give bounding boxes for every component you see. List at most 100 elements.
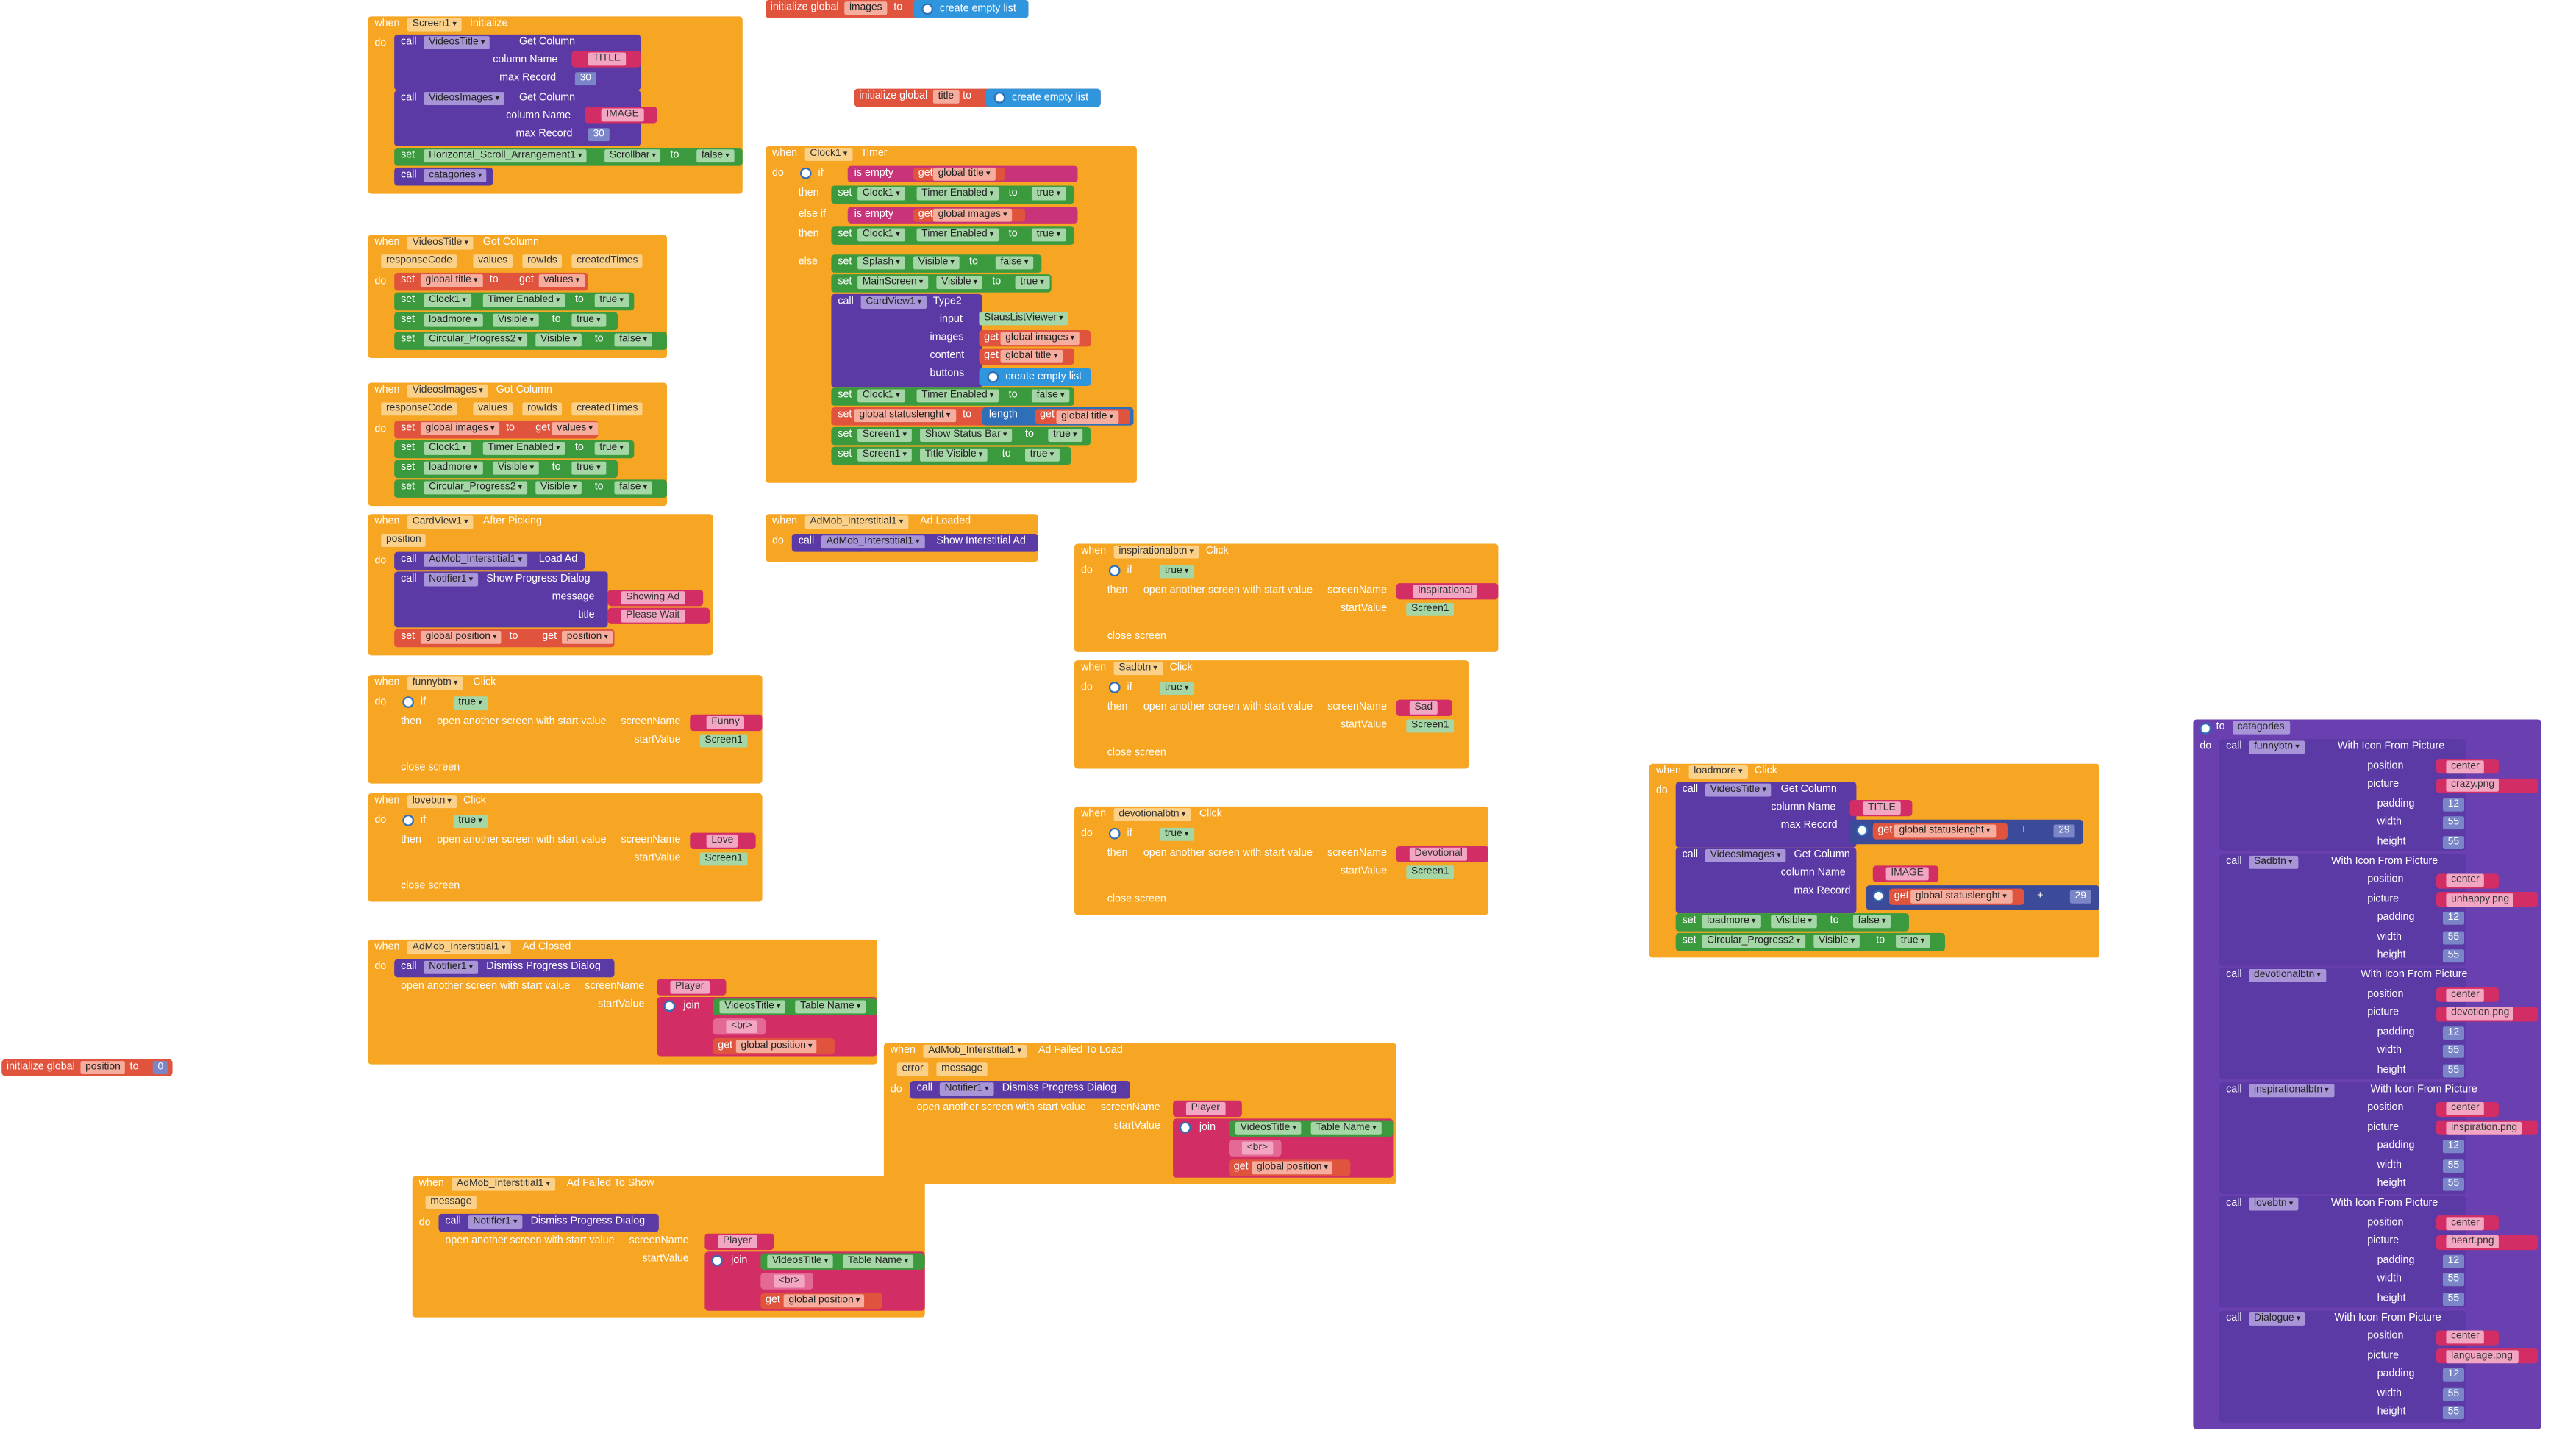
block-videostitle-got-column[interactable]: when VideosTitle Got Column responseCode…: [368, 235, 668, 359]
variable-dropdown[interactable]: values: [552, 422, 598, 436]
text-block[interactable]: Player: [704, 1233, 774, 1251]
component-dropdown[interactable]: Clock1: [804, 146, 853, 160]
text-value[interactable]: Funny: [706, 716, 745, 729]
set-global-images[interactable]: set global images to get values: [394, 420, 599, 439]
gear-icon[interactable]: [993, 92, 1006, 104]
gear-icon[interactable]: [711, 1254, 723, 1267]
block-cardview-after-picking[interactable]: when CardView1 After Picking position do…: [368, 514, 713, 656]
set-clock-timer[interactable]: set Clock1 Timer Enabled to true: [831, 185, 1075, 204]
variable-dropdown[interactable]: global statuslenght: [1910, 890, 2012, 904]
property-dropdown[interactable]: Timer Enabled: [482, 293, 565, 307]
component-dropdown[interactable]: Screen1: [857, 429, 912, 442]
get-global-title[interactable]: get global title: [1035, 409, 1130, 424]
param-values[interactable]: values: [473, 254, 513, 268]
component-dropdown[interactable]: AdMob_Interstitial1: [407, 940, 511, 954]
text-value[interactable]: Showing Ad: [621, 591, 685, 605]
call-get-column-images[interactable]: call VideosImages Get Column column Name…: [394, 90, 657, 146]
procedure-catagories[interactable]: to catagories do callfunnybtnWith Icon F…: [2193, 719, 2541, 1429]
variable-name[interactable]: images: [844, 1, 888, 15]
boolean-true[interactable]: true: [571, 313, 606, 327]
component-dropdown[interactable]: Circular_Progress2: [424, 481, 527, 495]
number-value[interactable]: 55: [2442, 1387, 2464, 1401]
param-rowids[interactable]: rowIds: [522, 254, 563, 268]
set-show-status-bar[interactable]: set Screen1 Show Status Bar to true: [831, 426, 1091, 446]
component-dropdown[interactable]: Splash: [857, 256, 905, 270]
component-dropdown[interactable]: Notifier1: [424, 960, 478, 974]
number-value[interactable]: 55: [2442, 1159, 2464, 1172]
text-block[interactable]: Love: [690, 832, 756, 849]
number-value[interactable]: 12: [2442, 1026, 2464, 1040]
boolean-true[interactable]: true: [571, 461, 606, 475]
text-block[interactable]: Devotional: [1396, 846, 1489, 862]
param-responsecode[interactable]: responseCode: [381, 254, 457, 268]
text-block[interactable]: Showing Ad: [607, 590, 704, 607]
component-dropdown[interactable]: AdMob_Interstitial1: [821, 535, 925, 549]
boolean-false[interactable]: false: [614, 481, 652, 495]
component-dropdown[interactable]: Notifier1: [424, 573, 478, 587]
text-value[interactable]: center: [2446, 760, 2485, 773]
boolean-false[interactable]: false: [614, 333, 652, 347]
text-value[interactable]: Love: [706, 834, 739, 848]
call-with-icon-0[interactable]: callfunnybtnWith Icon From Picturepositi…: [2219, 739, 2538, 851]
init-global-position[interactable]: initialize global position to 0: [1, 1059, 173, 1076]
gear-icon[interactable]: [2199, 722, 2211, 735]
text-block[interactable]: center: [2436, 759, 2499, 774]
component-dropdown[interactable]: lovebtn: [2249, 1197, 2299, 1211]
component-dropdown[interactable]: Circular_Progress2: [1702, 935, 1805, 948]
call-with-icon-3[interactable]: callinspirationalbtnWith Icon From Pictu…: [2219, 1082, 2538, 1194]
component-dropdown[interactable]: AdMob_Interstitial1: [424, 553, 527, 567]
property-dropdown[interactable]: Timer Enabled: [482, 441, 565, 455]
gear-icon[interactable]: [1108, 827, 1121, 840]
variable-dropdown[interactable]: global title: [1000, 349, 1063, 363]
gear-icon[interactable]: [799, 167, 812, 179]
text-block[interactable]: <br>: [713, 1018, 766, 1035]
component-dropdown[interactable]: Sadbtn: [2249, 854, 2298, 868]
variable-dropdown[interactable]: global position: [735, 1040, 818, 1053]
property-dropdown[interactable]: Visible: [535, 333, 582, 347]
call-load-ad[interactable]: call AdMob_Interstitial1 Load Ad: [394, 551, 585, 571]
text-value[interactable]: IMAGE: [601, 108, 644, 122]
join-block[interactable]: join VideosTitle Table Name <br> get glo…: [1173, 1118, 1394, 1178]
set-clock-timer[interactable]: set Clock1 Timer Enabled to true: [831, 226, 1075, 245]
component-dropdown[interactable]: Screen1: [857, 448, 912, 462]
get-global-position[interactable]: get global position: [713, 1037, 835, 1055]
block-funnybtn-click[interactable]: when funnybtn Click do if true then open…: [368, 675, 763, 784]
text-value[interactable]: inspiration.png: [2446, 1121, 2522, 1134]
param-message[interactable]: message: [425, 1196, 477, 1209]
is-empty-title[interactable]: is empty get global title: [847, 165, 1078, 182]
text-block[interactable]: Player: [657, 979, 727, 996]
table-name-getter[interactable]: VideosTitle Table Name: [760, 1253, 925, 1270]
boolean-true[interactable]: true: [1031, 187, 1066, 201]
variable-dropdown[interactable]: values: [538, 274, 585, 287]
text-value[interactable]: IMAGE: [1885, 867, 1929, 881]
block-sadbtn-click[interactable]: when Sadbtn Click do if true then open a…: [1074, 660, 1469, 769]
component-dropdown[interactable]: VideosTitle: [719, 1000, 786, 1014]
component-dropdown[interactable]: Clock1: [857, 228, 905, 242]
set-progress-visible[interactable]: set Circular_Progress2 Visible to true: [1675, 932, 1946, 951]
text-block[interactable]: Player: [1173, 1100, 1242, 1118]
text-value[interactable]: Player: [718, 1234, 757, 1248]
component-dropdown[interactable]: Clock1: [857, 389, 905, 403]
text-block[interactable]: TITLE: [571, 51, 641, 68]
block-lovebtn-click[interactable]: when lovebtn Click do if true then open …: [368, 793, 763, 902]
text-block[interactable]: center: [2436, 1329, 2499, 1345]
block-loadmore-click[interactable]: when loadmore Click do call VideosTitle …: [1649, 763, 2100, 958]
variable-name[interactable]: title: [932, 90, 959, 104]
text-value[interactable]: center: [2446, 873, 2485, 887]
boolean-true[interactable]: true: [453, 813, 488, 827]
call-with-icon-1[interactable]: callSadbtnWith Icon From Pictureposition…: [2219, 853, 2538, 965]
call-with-icon-5[interactable]: callDialogueWith Icon From Picturepositi…: [2219, 1309, 2538, 1422]
component-dropdown[interactable]: funnybtn: [407, 676, 463, 690]
number-value[interactable]: 12: [2442, 797, 2464, 811]
boolean-true[interactable]: true: [1025, 448, 1059, 462]
block-admob-ad-loaded[interactable]: when AdMob_Interstitial1 Ad Loaded do ca…: [766, 514, 1038, 562]
component-dropdown[interactable]: CardView1: [407, 515, 474, 529]
text-value[interactable]: Player: [670, 980, 710, 994]
text-block[interactable]: Inspirational: [1396, 583, 1499, 600]
property-dropdown[interactable]: Scrollbar: [604, 149, 661, 163]
text-value[interactable]: unhappy.png: [2446, 893, 2514, 907]
component-dropdown[interactable]: Clock1: [424, 441, 471, 455]
number-value[interactable]: 30: [588, 128, 610, 142]
component-dropdown[interactable]: devotionalbtn: [2249, 969, 2326, 982]
